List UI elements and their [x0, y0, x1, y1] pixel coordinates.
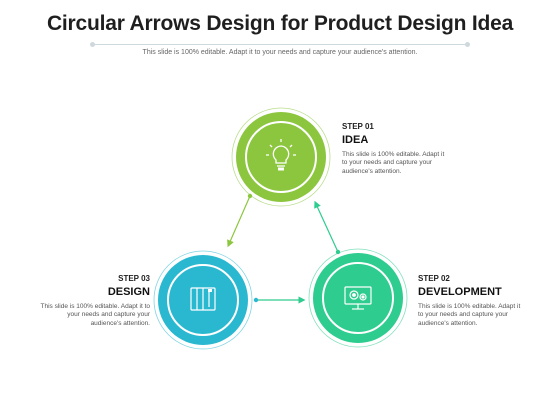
step-description: This slide is 100% editable. Adapt it to…: [418, 303, 521, 327]
design-tools-icon: [190, 287, 216, 311]
title-divider: [90, 42, 470, 47]
step-idea-circle: [231, 107, 331, 207]
step-development-circle: [308, 248, 408, 348]
step-name: IDEA: [342, 134, 369, 146]
step-name: DESIGN: [107, 286, 150, 298]
arrow-design-to-development: [253, 296, 306, 304]
arrow-idea-to-design: [227, 193, 253, 248]
lightbulb-icon: [266, 139, 296, 171]
step-design-text: STEP 03 DESIGN This slide is 100% editab…: [20, 274, 150, 328]
step-name: DEVELOPMENT: [418, 286, 502, 298]
step-number: STEP 01: [342, 122, 374, 131]
step-description: This slide is 100% editable. Adapt it to…: [342, 151, 445, 175]
step-idea-text: STEP 01 IDEA This slide is 100% editable…: [342, 122, 472, 176]
arrow-development-to-idea: [314, 200, 341, 255]
step-design-circle: [153, 250, 253, 350]
page-subtitle: This slide is 100% editable. Adapt it to…: [142, 49, 418, 56]
step-development-text: STEP 02 DEVELOPMENT This slide is 100% e…: [418, 274, 548, 328]
monitor-gears-icon: [344, 286, 372, 310]
page-title: Circular Arrows Design for Product Desig…: [46, 12, 514, 35]
step-number: STEP 02: [418, 274, 450, 283]
step-description: This slide is 100% editable. Adapt it to…: [40, 303, 150, 327]
step-number: STEP 03: [118, 274, 150, 283]
